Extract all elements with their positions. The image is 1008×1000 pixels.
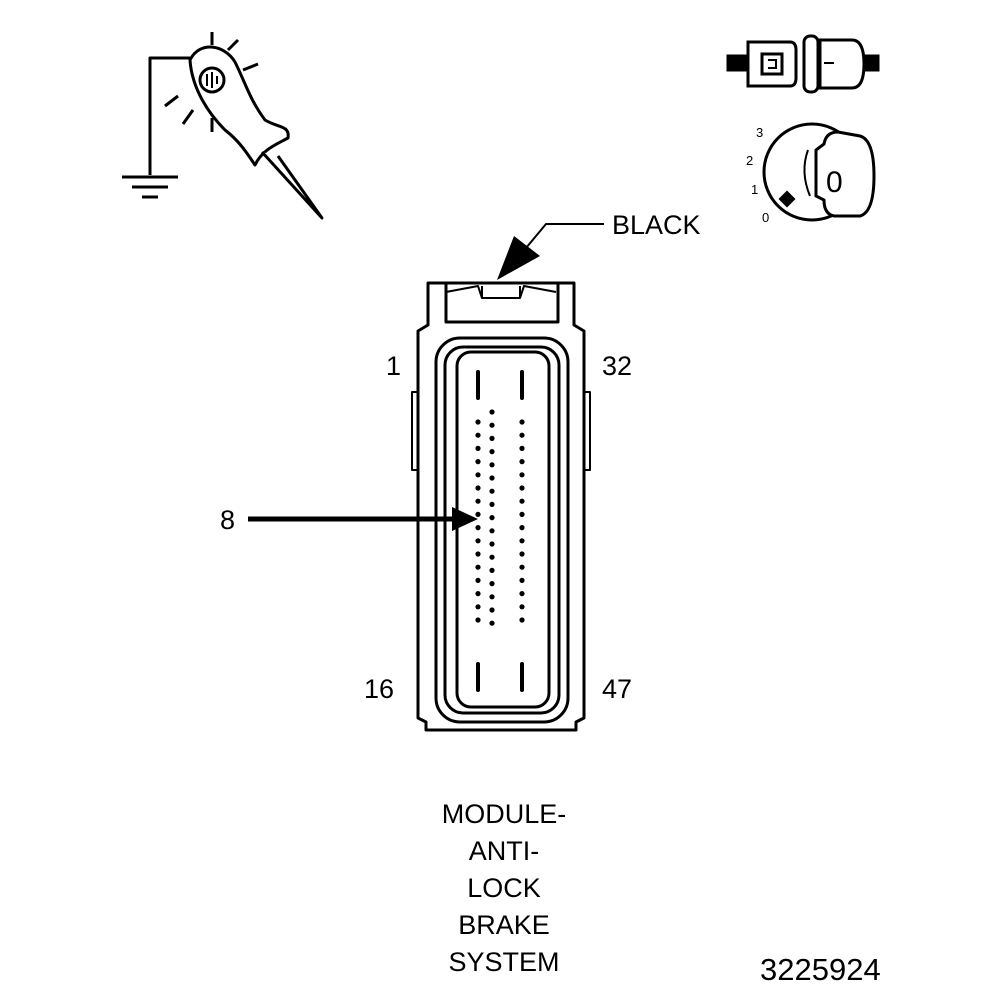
terminal-cavity	[475, 419, 481, 425]
terminal-cavity	[519, 538, 525, 544]
terminal-cavity	[489, 475, 495, 481]
terminal-cavity	[519, 604, 525, 610]
terminal-cavity	[519, 564, 525, 570]
terminal-key-slots	[476, 370, 524, 692]
terminal-cavity	[475, 511, 481, 517]
test-light-probe-icon	[122, 32, 324, 220]
ignition-switch-off-icon: 3 2 1 0 0	[746, 122, 876, 225]
terminal-cavity	[519, 617, 525, 623]
figure-number: 3225924	[760, 952, 881, 987]
terminal-cavity	[489, 435, 495, 441]
ignition-position-2: 2	[746, 153, 753, 168]
terminal-cavity	[489, 607, 495, 613]
terminal-cavity	[489, 462, 495, 468]
terminal-cavity	[519, 525, 525, 531]
ignition-position-3: 3	[756, 125, 763, 140]
terminal-cavity	[475, 591, 481, 597]
pin-label-top-right: 32	[602, 351, 632, 381]
wire-color-label: BLACK	[612, 210, 701, 240]
terminal-cavity	[475, 432, 481, 438]
pin-callout-label: 8	[220, 505, 235, 535]
terminal-cavity	[519, 459, 525, 465]
terminal-cavity	[489, 541, 495, 547]
terminal-cavity	[489, 620, 495, 626]
terminal-cavity	[519, 419, 525, 425]
ignition-position-1: 1	[751, 182, 758, 197]
pin-label-bottom-right: 47	[602, 674, 632, 704]
wire-color-callout: BLACK	[497, 210, 701, 280]
ignition-key-label: 0	[826, 166, 843, 199]
terminal-cavity	[489, 488, 495, 494]
terminal-cavity	[489, 422, 495, 428]
callout-arrowhead	[497, 236, 540, 280]
terminal-cavity	[475, 498, 481, 504]
terminal-cavity	[475, 472, 481, 478]
terminal-cavity	[475, 564, 481, 570]
pin-callout-arrowhead	[452, 507, 478, 531]
terminal-cavity	[489, 528, 495, 534]
terminal-cavity	[475, 617, 481, 623]
terminal-cavity	[475, 485, 481, 491]
terminal-cavity	[519, 577, 525, 584]
terminal-cavity	[519, 445, 525, 451]
caption-line: LOCK	[467, 873, 541, 903]
terminal-cavity	[475, 459, 481, 465]
terminal-cavity	[519, 432, 525, 438]
terminal-cavity	[489, 554, 495, 560]
terminal-cavity	[489, 594, 495, 600]
ground-symbol-icon	[122, 175, 178, 199]
abs-module-connector	[411, 281, 591, 732]
caption-line: SYSTEM	[448, 947, 560, 977]
terminal-cavity	[475, 538, 481, 544]
terminal-cavity	[519, 485, 525, 491]
caption-line: MODULE-	[441, 799, 567, 829]
terminal-cavity	[475, 551, 481, 557]
terminal-cavity	[489, 581, 495, 587]
terminal-cavity	[489, 515, 495, 521]
pin-label-bottom-left: 16	[364, 674, 394, 704]
caption-line: ANTI-	[468, 836, 540, 866]
terminal-cavity	[475, 525, 481, 531]
light-rays	[164, 32, 259, 132]
terminal-cavity	[519, 498, 525, 504]
terminal-cavity	[489, 449, 495, 455]
terminal-cavity	[519, 472, 525, 478]
component-caption: MODULE- ANTI- LOCK BRAKE SYSTEM	[384, 796, 624, 981]
terminal-cavity	[475, 604, 481, 610]
terminal-cavity	[489, 501, 495, 507]
terminal-cavity	[519, 591, 525, 597]
terminal-cavity	[489, 409, 495, 415]
terminal-cavity	[519, 511, 525, 517]
disconnected-connector-icon	[726, 34, 880, 94]
pin-callout: 8	[220, 505, 478, 535]
caption-line: BRAKE	[458, 910, 550, 940]
terminal-cavity	[519, 551, 525, 557]
ignition-position-0: 0	[762, 210, 769, 225]
terminal-cavity	[489, 567, 495, 574]
terminal-cavity	[475, 445, 481, 451]
terminal-pin-grid	[475, 409, 525, 626]
terminal-cavity	[475, 577, 481, 584]
pin-label-top-left: 1	[386, 351, 401, 381]
